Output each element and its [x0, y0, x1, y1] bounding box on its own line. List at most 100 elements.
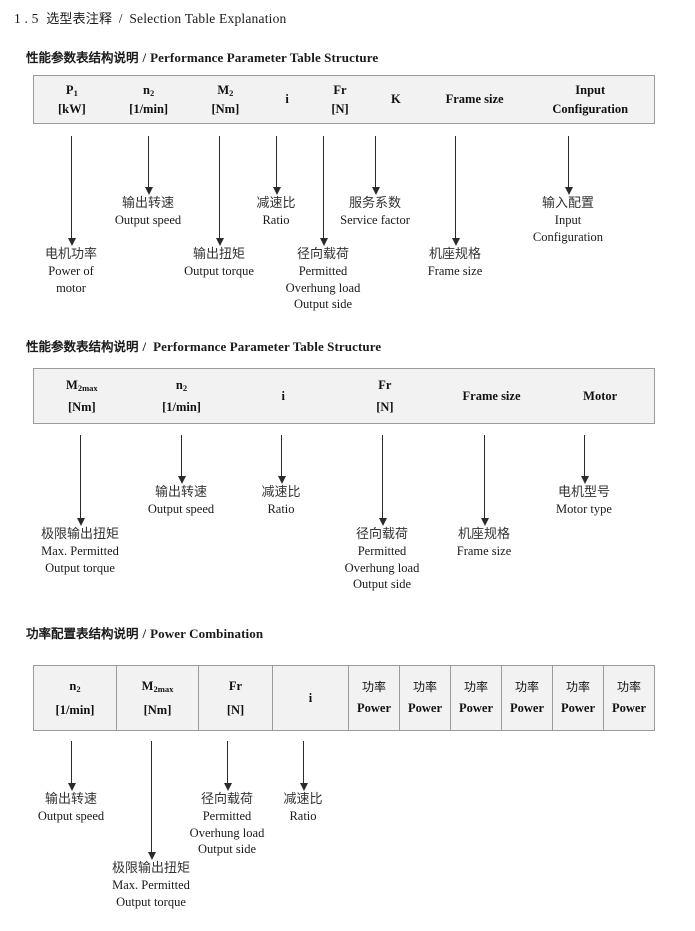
annotation-output-speed: 输出转速 Output speed: [115, 195, 181, 229]
section-title-cn: 选型表注释: [46, 12, 113, 27]
cell-symbol: i: [308, 690, 313, 705]
heading-separator: /: [142, 626, 147, 641]
cell-symbol-cn: 功率: [463, 679, 488, 694]
cell-symbol: M2max: [141, 679, 174, 695]
arrow-max-permitted-output-torque: [76, 435, 85, 526]
arrow-output-speed: [144, 136, 153, 195]
cell-unit: [1/min]: [162, 399, 201, 414]
cell-symbol: n2: [143, 83, 155, 99]
annotation-label-cn: 输出转速: [121, 196, 174, 211]
arrow-frame-size: [480, 435, 489, 526]
annotation-overhung-load: 径向载荷 Permitted Overhung load Output side: [190, 791, 265, 858]
table-header-cell-m2max: M2max [Nm]: [116, 666, 198, 730]
annotation-label-cn: 径向载荷: [296, 247, 350, 262]
annotation-label-en: Output torque: [184, 264, 254, 279]
cell-symbol: M2: [217, 83, 234, 99]
performance-parameter-table-1: P1 [kW] n2 [1/min] M2 [Nm] i Fr [N] K Fr…: [33, 75, 655, 124]
heading-cn: 性能参数表结构说明: [26, 50, 139, 65]
annotation-power-of-motor: 电机功率 Power of motor: [45, 246, 97, 296]
section-number: 1 . 5: [14, 11, 39, 26]
arrow-output-torque: [215, 136, 224, 246]
cell-symbol: Frame size: [462, 388, 521, 403]
annotation-label-en: Output side: [294, 297, 352, 312]
annotation-label-en: Input: [554, 213, 582, 228]
arrow-power-of-motor: [67, 136, 76, 246]
annotation-label-en: Ratio: [289, 809, 317, 824]
table-header-cell-fr: Fr [N]: [198, 666, 272, 730]
annotation-output-speed: 输出转速 Output speed: [148, 484, 214, 518]
annotation-ratio: 减速比 Ratio: [283, 791, 322, 825]
table-header-cell-n2: n2 [1/min]: [110, 76, 188, 123]
annotation-ratio: 减速比 Ratio: [256, 195, 295, 229]
cell-unit: Power: [509, 701, 544, 716]
table-header-cell-i: i: [263, 76, 311, 123]
section-heading-performance-2: 性能参数表结构说明 / Performance Parameter Table …: [26, 336, 381, 356]
annotation-label-cn: 电机功率: [44, 247, 98, 262]
arrow-ratio: [277, 435, 286, 484]
heading-cn: 性能参数表结构说明: [26, 339, 139, 354]
arrow-input-configuration: [564, 136, 573, 195]
annotation-label-cn: 输出转速: [44, 792, 97, 807]
cell-subscript: 1: [73, 88, 78, 99]
arrow-output-speed: [67, 741, 76, 791]
annotation-label-en: Overhung load: [344, 560, 420, 575]
annotation-label-en: Output torque: [45, 560, 115, 575]
cell-unit: [Nm]: [67, 399, 96, 414]
annotation-label-en: Motor type: [556, 502, 612, 517]
table-header-cell-power-5: 功率 Power: [552, 666, 603, 730]
arrow-overhung-load: [319, 136, 328, 246]
annotation-label-en: Output speed: [37, 809, 105, 824]
heading-separator: /: [142, 50, 147, 65]
power-combination-table: n2 [1/min] M2max [Nm] Fr [N] i 功率 Power …: [33, 665, 655, 731]
cell-unit: [N]: [331, 101, 349, 116]
cell-symbol: n2: [69, 679, 81, 695]
cell-symbol: K: [390, 92, 401, 107]
annotation-input-configuration: 输入配置 Input Configuration: [533, 195, 603, 245]
annotation-output-speed: 输出转速 Output speed: [38, 791, 104, 825]
table-header-cell-n2: n2 [1/min]: [34, 666, 116, 730]
annotation-label-en: Permitted: [298, 264, 348, 279]
cell-unit: [1/min]: [129, 101, 169, 116]
heading-cn: 功率配置表结构说明: [26, 626, 139, 641]
table-header-cell-fr: Fr [N]: [333, 369, 437, 423]
cell-subscript: 2: [149, 88, 155, 99]
heading-en: Performance Parameter Table Structure: [153, 339, 382, 354]
section-heading-power-combination: 功率配置表结构说明 / Power Combination: [26, 623, 263, 643]
table-header-cell-power-4: 功率 Power: [501, 666, 552, 730]
annotation-label-cn: 机座规格: [428, 247, 481, 262]
cell-unit: [Nm]: [211, 101, 240, 116]
table-header-cell-i: i: [233, 369, 333, 423]
annotation-output-torque: 输出扭矩 Output torque: [184, 246, 254, 280]
cell-symbol: Input: [575, 83, 606, 98]
annotation-label-en: Permitted: [357, 544, 407, 559]
annotation-label-en: motor: [56, 280, 86, 295]
cell-symbol-cn: 功率: [616, 679, 641, 694]
annotation-max-permitted-output-torque: 极限输出扭矩 Max. Permitted Output torque: [41, 526, 119, 576]
cell-unit: [kW]: [57, 101, 86, 116]
table-header-cell-power-1: 功率 Power: [348, 666, 399, 730]
table-header-cell-m2: M2 [Nm]: [188, 76, 264, 123]
table-header-cell-p1: P1 [kW]: [34, 76, 110, 123]
cell-unit: [Nm]: [143, 702, 172, 717]
cell-symbol: i: [285, 92, 289, 107]
heading-en: Power Combination: [150, 626, 264, 641]
cell-unit: [N]: [226, 702, 245, 717]
heading-en: Performance Parameter Table Structure: [150, 50, 379, 65]
arrow-overhung-load: [378, 435, 387, 526]
cell-unit: [1/min]: [55, 702, 95, 717]
annotation-label-cn: 径向载荷: [355, 527, 409, 542]
arrow-frame-size: [451, 136, 460, 246]
annotation-label-en: Power of: [48, 264, 94, 279]
arrow-output-speed: [177, 435, 186, 484]
annotation-label-en: Output speed: [147, 502, 215, 517]
annotation-label-cn: 电机型号: [557, 485, 610, 500]
cell-unit: Power: [407, 701, 442, 716]
arrow-motor-type: [580, 435, 589, 484]
cell-symbol: Fr: [228, 679, 243, 694]
table-header-cell-i: i: [272, 666, 348, 730]
annotation-label-en: Output torque: [116, 894, 186, 909]
annotation-ratio: 减速比 Ratio: [261, 484, 300, 518]
table-header-cell-frame-size: Frame size: [437, 369, 547, 423]
cell-symbol: n2: [175, 378, 188, 394]
cell-unit: Power: [611, 701, 646, 716]
